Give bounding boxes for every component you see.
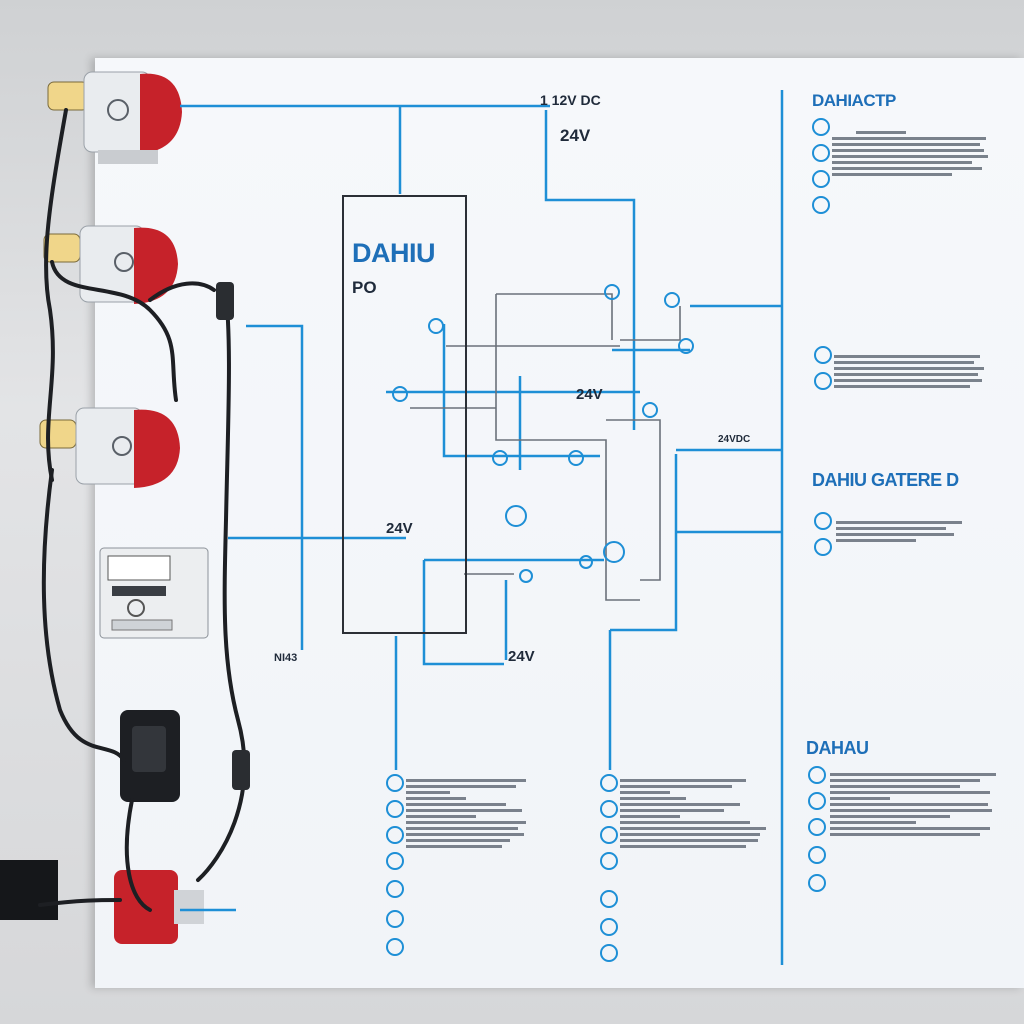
controller-box bbox=[342, 195, 467, 634]
legend-block-1 bbox=[832, 128, 992, 179]
relay-4-icon bbox=[114, 870, 204, 944]
power-cables bbox=[38, 108, 247, 912]
legend-block-2 bbox=[834, 352, 984, 391]
relay-3-icon bbox=[39, 407, 180, 488]
right-panel-title-3: DAHAU bbox=[806, 738, 869, 758]
connector-bullet-icon bbox=[812, 170, 830, 188]
connector-bullet-icon bbox=[814, 372, 832, 390]
side-tag-label: NI43 bbox=[274, 652, 298, 664]
connector-bullet-icon bbox=[600, 852, 618, 870]
voltage-dc-label: 24VDC bbox=[718, 434, 751, 445]
voltage-label-mid: 24V bbox=[576, 386, 603, 403]
voltage-label-bottom: 24V bbox=[508, 648, 535, 665]
connector-bullet-icon bbox=[814, 512, 832, 530]
wall-socket bbox=[0, 860, 58, 920]
connector-bullet-icon bbox=[600, 918, 618, 936]
connector-bullet-icon bbox=[386, 800, 404, 818]
legend-block-4 bbox=[830, 770, 1000, 839]
connector-bullet-icon bbox=[808, 818, 826, 836]
legend-block-6 bbox=[620, 776, 770, 851]
relay-2-icon bbox=[43, 225, 178, 304]
cable-clip bbox=[216, 282, 234, 320]
connector-bullet-icon bbox=[386, 880, 404, 898]
legend-block-3 bbox=[836, 518, 966, 545]
voltage-label-left: 24V bbox=[386, 520, 413, 537]
cable-clip bbox=[232, 750, 250, 790]
connector-bullet-icon bbox=[386, 910, 404, 928]
connector-bullet-icon bbox=[600, 800, 618, 818]
component-symbols bbox=[392, 284, 694, 583]
connector-bullet-icon bbox=[814, 346, 832, 364]
connector-bullet-icon bbox=[386, 774, 404, 792]
right-panel-title-1: DAHIACTP bbox=[812, 91, 896, 110]
signal-wires bbox=[410, 293, 681, 601]
voltage-label-top: 24V bbox=[560, 126, 591, 145]
legend-block-5 bbox=[406, 776, 530, 851]
connector-bullet-icon bbox=[386, 826, 404, 844]
blue-wires bbox=[180, 90, 784, 965]
connector-bullet-icon bbox=[808, 846, 826, 864]
connector-bullet-icon bbox=[808, 792, 826, 810]
supply-label: 1 12V DC bbox=[540, 92, 601, 108]
controller-sub-label: PO bbox=[352, 278, 377, 297]
connector-bullet-icon bbox=[600, 826, 618, 844]
connector-bullet-icon bbox=[808, 874, 826, 892]
controller-unit-icon bbox=[99, 547, 209, 639]
connector-bullet-icon bbox=[600, 890, 618, 908]
connector-bullet-icon bbox=[600, 774, 618, 792]
connector-bullet-icon bbox=[812, 144, 830, 162]
connector-bullet-icon bbox=[812, 118, 830, 136]
relay-1-icon bbox=[47, 71, 182, 164]
connector-bullet-icon bbox=[808, 766, 826, 784]
connector-bullet-icon bbox=[386, 852, 404, 870]
power-adapter-icon bbox=[120, 710, 180, 802]
connector-bullet-icon bbox=[600, 944, 618, 962]
connector-bullet-icon bbox=[814, 538, 832, 556]
connector-bullet-icon bbox=[386, 938, 404, 956]
right-panel-title-2: DAHIU GATERE D bbox=[812, 470, 959, 490]
connector-bullet-icon bbox=[812, 196, 830, 214]
controller-brand: DAHIU bbox=[352, 238, 436, 268]
